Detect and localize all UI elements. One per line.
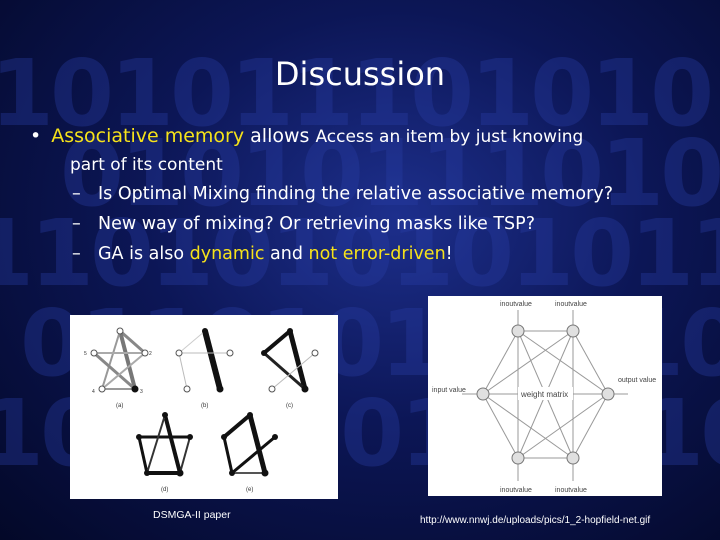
output-value-label: output value (618, 377, 656, 384)
dynamic-text: dynamic (189, 244, 265, 264)
dash: – (72, 184, 81, 204)
slide-title: Discussion (274, 55, 446, 93)
bullet-main: • Associative memory allows Access an ite… (30, 122, 700, 151)
sub-bullet-text: New way of mixing? Or retrieving masks l… (98, 214, 535, 234)
dash: – (72, 244, 81, 264)
sub-bullet-post: ! (445, 244, 453, 264)
slide-body: • Associative memory allows Access an ite… (30, 122, 700, 269)
sub-bullet-text: Is Optimal Mixing finding the relative a… (98, 184, 613, 204)
dsmga-figure: (a) 5 2 4 3 (b) (70, 315, 338, 499)
panel-label: (d) (161, 487, 168, 493)
panel-label: (b) (201, 403, 208, 409)
hopfield-caption: http://www.nnwj.de/uploads/pics/1_2-hopf… (420, 515, 651, 526)
sub-bullet-3: –GA is also dynamic and not error-driven… (30, 239, 700, 269)
top-right-label: inoutvalue (555, 301, 587, 308)
dsmga-graphs: (a) 5 2 4 3 (b) (84, 327, 319, 493)
panel-e: (e) (221, 412, 278, 493)
panel-d: (d) (136, 412, 193, 493)
input-value-label: input value (432, 387, 466, 394)
node-label: 4 (92, 389, 95, 395)
top-left-label: inoutvalue (500, 301, 532, 308)
bottom-right-label: inoutvalue (555, 487, 587, 494)
bottom-left-label: inoutvalue (500, 487, 532, 494)
hopfield-figure: weight matrix inoutvalue inoutvalue inou… (428, 296, 662, 496)
panel-b: (b) (175, 328, 234, 409)
panel-a: (a) 5 2 4 3 (84, 327, 152, 409)
node-label: 3 (140, 389, 143, 395)
sub-bullet-1: –Is Optimal Mixing finding the relative … (30, 179, 700, 209)
bullet-mid-text: allows (244, 125, 316, 147)
panel-label: (a) (116, 403, 123, 409)
node-label: 2 (149, 351, 152, 357)
node-label: 5 (84, 351, 87, 357)
panel-label: (e) (246, 487, 253, 493)
hopfield-diagram: weight matrix inoutvalue inoutvalue inou… (432, 301, 656, 494)
panel-c: (c) (261, 328, 319, 409)
dash: – (72, 214, 81, 234)
weight-matrix-label: weight matrix (520, 390, 568, 399)
bullet-rest-text: Access an item by just knowing (315, 127, 584, 147)
dsmga-caption: DSMGA-II paper (153, 509, 231, 521)
panel-label: (c) (286, 403, 293, 409)
sub-bullet-2: –New way of mixing? Or retrieving masks … (30, 209, 700, 239)
sub-bullet-mid: and (264, 244, 309, 264)
bullet-dot: • (30, 125, 42, 147)
sub-bullet-pre: GA is also (98, 244, 190, 264)
associative-memory-text: Associative memory (51, 125, 245, 147)
not-error-driven-text: not error-driven (308, 244, 446, 264)
bullet-wrap-line: part of its content (70, 155, 223, 175)
